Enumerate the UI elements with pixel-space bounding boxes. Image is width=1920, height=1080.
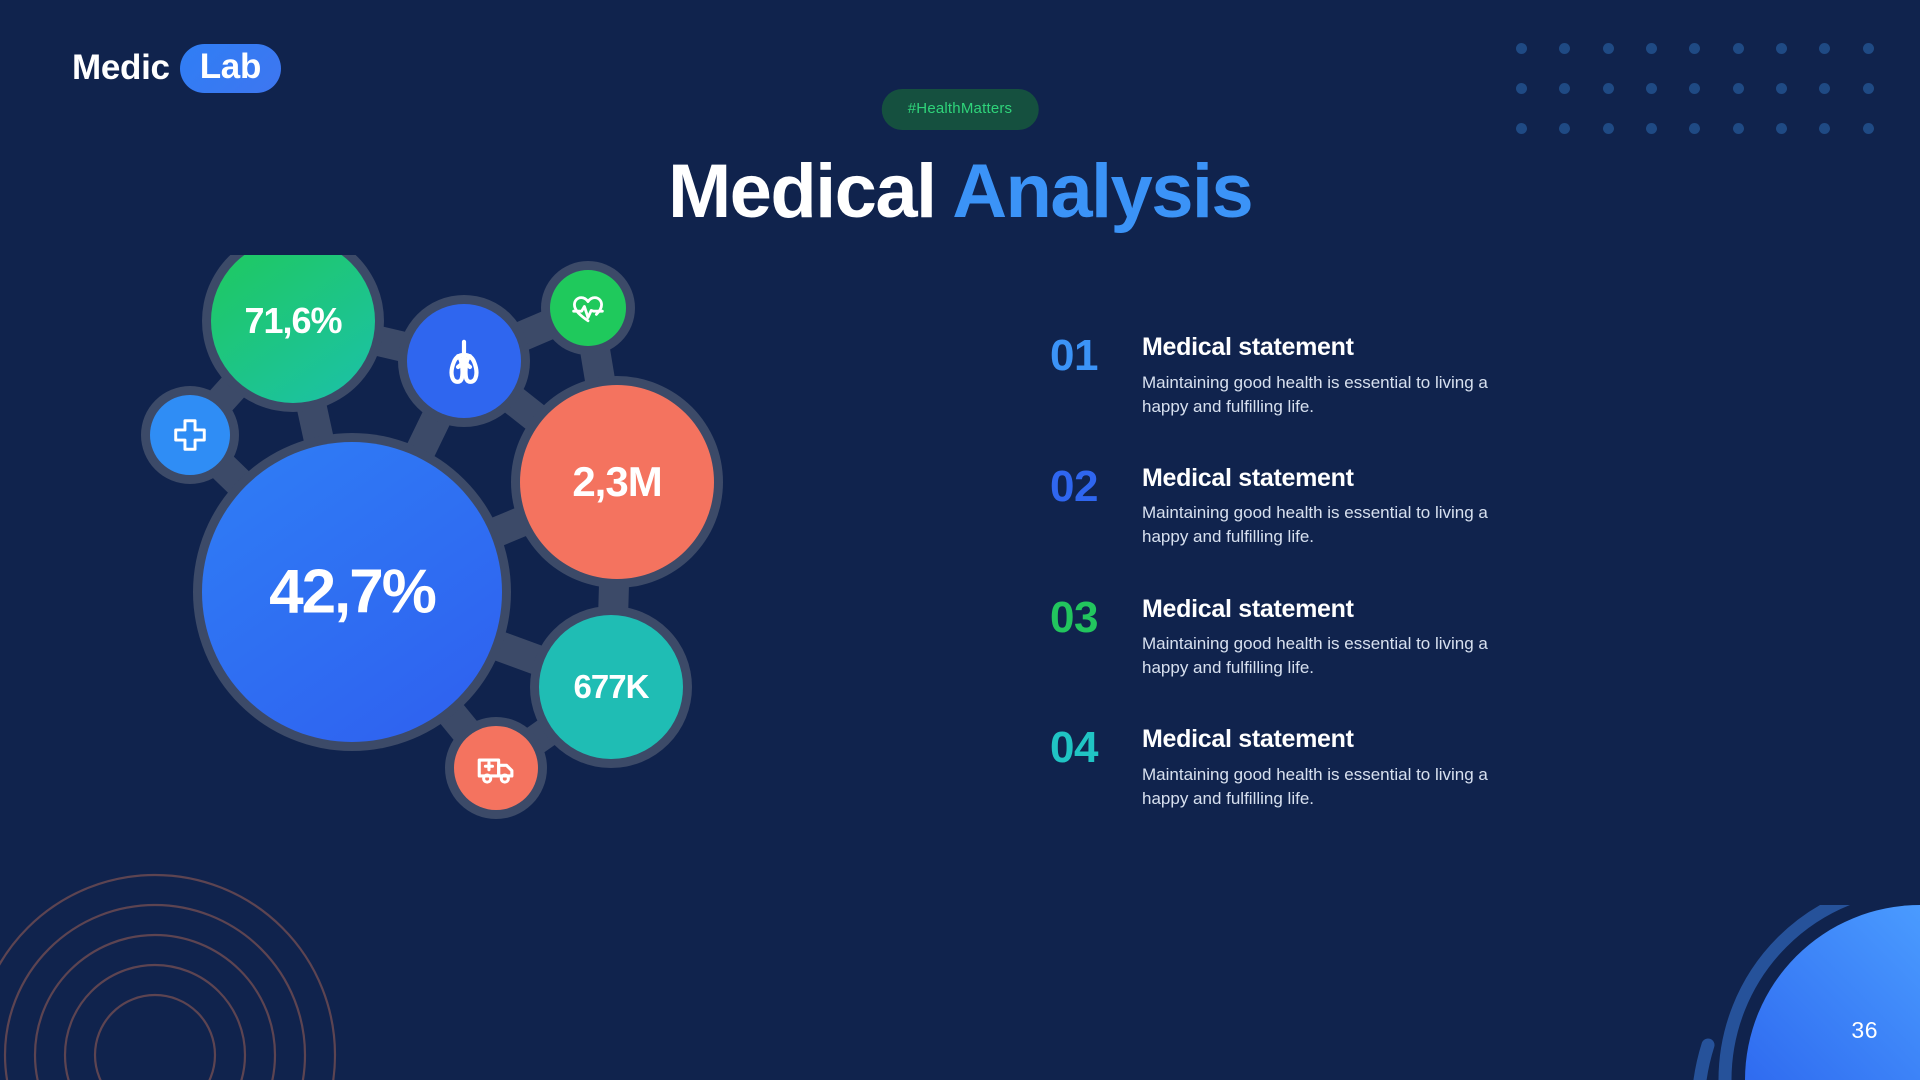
grid-dot — [1559, 42, 1571, 54]
grid-dot — [1862, 82, 1874, 94]
statement-description: Maintaining good health is essential to … — [1142, 764, 1488, 808]
grid-dot — [1776, 122, 1788, 134]
statement-description: Maintaining good health is essential to … — [1142, 372, 1488, 416]
statement-description: Maintaining good health is essential to … — [1142, 634, 1488, 678]
grid-dot — [1732, 122, 1744, 134]
grid-dot — [1732, 82, 1744, 94]
grid-dot — [1689, 122, 1701, 134]
statement-title: Medical statement — [1142, 725, 1354, 754]
grid-dot — [1559, 122, 1571, 134]
statement-number: 04 — [1050, 723, 1098, 773]
grid-dot — [1559, 82, 1571, 94]
grid-dot — [1819, 122, 1831, 134]
grid-dot — [1776, 42, 1788, 54]
page-number: 36 — [1851, 1017, 1878, 1043]
grid-dot — [1819, 82, 1831, 94]
grid-dot — [1646, 122, 1658, 134]
logo: Medic Lab — [72, 44, 282, 93]
statement-number: 02 — [1050, 461, 1098, 511]
grid-dot — [1689, 82, 1701, 94]
grid-dot — [1602, 82, 1614, 94]
statement-title: Medical statement — [1142, 594, 1354, 623]
grid-dot — [1646, 42, 1658, 54]
bubble-main[interactable] — [202, 442, 502, 742]
concentric-rings-decoration — [0, 873, 337, 1080]
dot-grid-decoration — [1500, 28, 1890, 148]
grid-dot — [1602, 42, 1614, 54]
page-title: Medical Analysis — [667, 148, 1254, 235]
grid-dot — [1862, 42, 1874, 54]
heart-pulse-icon — [572, 296, 604, 323]
hashtag-badge: #HealthMatters — [881, 89, 1039, 130]
grid-dot — [1602, 122, 1614, 134]
lungs-icon — [449, 339, 479, 384]
page-title-main: Medical — [667, 149, 937, 234]
bubble-green[interactable] — [211, 239, 375, 403]
grid-dot — [1732, 42, 1744, 54]
bubble-ambulance[interactable] — [454, 726, 538, 810]
bubble-red[interactable] — [520, 385, 714, 579]
statement-description: Maintaining good health is essential to … — [1142, 503, 1488, 547]
bubble-cross[interactable] — [150, 395, 230, 475]
page-title-accent: Analysis — [952, 149, 1253, 234]
statement-number: 03 — [1050, 592, 1098, 642]
bubble-chart-svg — [141, 230, 723, 819]
grid-dot — [1516, 82, 1528, 94]
logo-pill: Lab — [179, 44, 282, 93]
grid-dot — [1689, 42, 1701, 54]
statement-title: Medical statement — [1142, 333, 1354, 361]
grid-dot — [1819, 42, 1831, 54]
statement-number: 01 — [1050, 331, 1098, 380]
logo-text: Medic — [72, 48, 170, 88]
page-corner-decoration — [1693, 905, 1920, 1080]
ambulance-icon — [477, 758, 514, 784]
grid-dot — [1516, 42, 1528, 54]
bubble-teal[interactable] — [539, 615, 683, 759]
bubble-heart[interactable] — [550, 270, 626, 346]
statement-title: Medical statement — [1142, 463, 1354, 492]
grid-dot — [1776, 82, 1788, 94]
grid-dot — [1646, 82, 1658, 94]
medical-cross-icon — [174, 419, 206, 451]
grid-dot — [1516, 122, 1528, 134]
grid-dot — [1862, 122, 1874, 134]
